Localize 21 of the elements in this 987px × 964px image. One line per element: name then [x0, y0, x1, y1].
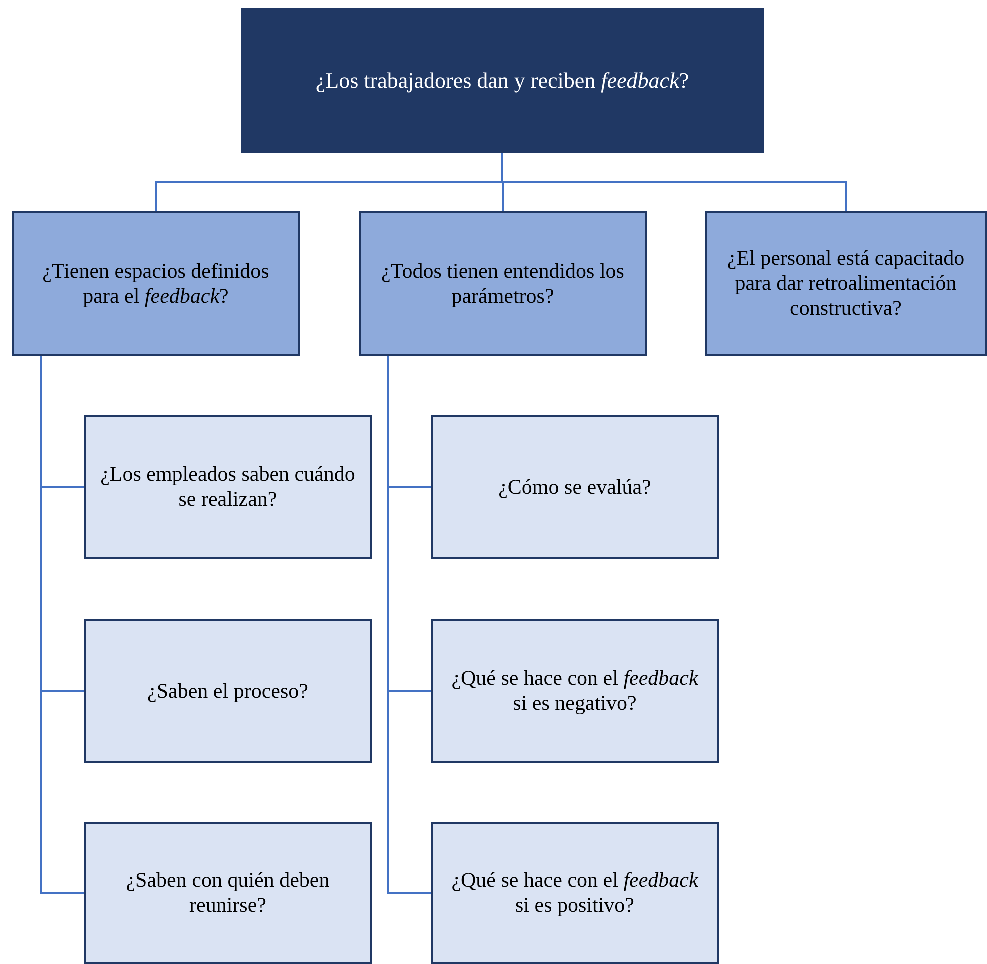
question-text: ¿El personal está capacitado para dar retroalimentación constructiva?: [726, 246, 966, 321]
question-text: ¿Los trabajadores dan y reciben feedback?: [316, 68, 690, 94]
root-question-box: [241, 8, 764, 153]
question-text: ¿Tienen espacios definidos para el feedback?: [42, 258, 270, 308]
question-text: ¿Saben con quién deben reunirse?: [125, 868, 331, 918]
question-text: ¿Saben el proceso?: [148, 678, 308, 704]
question-text: ¿Qué se hace con el feedback si es positivo?: [450, 868, 700, 918]
question-box: [359, 211, 647, 356]
question-text: ¿Cómo se evalúa?: [498, 474, 652, 500]
question-box: [12, 211, 300, 356]
sub-question-box: [431, 415, 719, 559]
sub-question-box: [84, 822, 372, 964]
question-text: ¿Todos tienen entendidos los parámetros?: [380, 258, 626, 308]
sub-question-box: [84, 619, 372, 763]
question-box: [705, 211, 987, 356]
question-text: ¿Qué se hace con el feedback si es negativo?: [450, 666, 700, 716]
sub-question-box: [431, 619, 719, 763]
sub-question-box: [84, 415, 372, 559]
connector-line: [502, 153, 847, 211]
sub-question-box: [431, 822, 719, 964]
question-text: ¿Los empleados saben cuándo se realizan?: [100, 462, 356, 512]
